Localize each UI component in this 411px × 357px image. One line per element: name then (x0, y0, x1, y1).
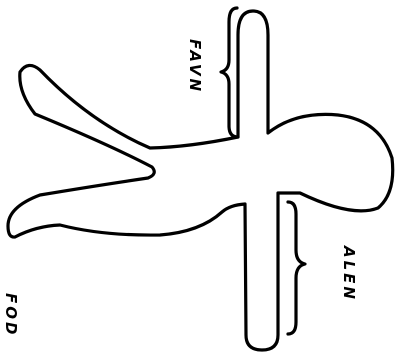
label-favn: FAVN (186, 39, 204, 94)
bracket-alen (288, 202, 305, 334)
label-fod: FOD (2, 293, 20, 337)
label-alen: ALEN (340, 245, 358, 302)
bracket-favn (221, 8, 238, 137)
